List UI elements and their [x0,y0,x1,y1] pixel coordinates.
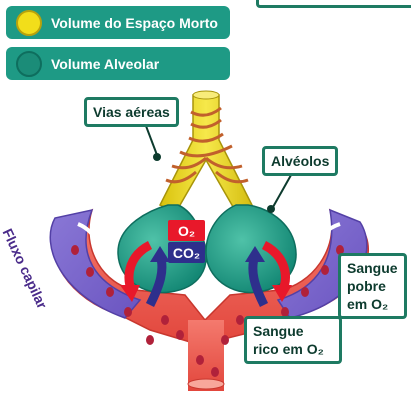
legend-dead-space: Volume do Espaço Morto [6,6,230,39]
partial-top-box [256,0,411,8]
o2-label: O₂ [178,223,195,239]
rich-blood-line-2: rico em O₂ [253,340,333,358]
co2-box: CO₂ [168,242,205,263]
teal-dot-icon [16,51,42,77]
legend-alveolar: Volume Alveolar [6,47,230,80]
callout-airways: Vias aéreas [84,97,179,127]
alveoli-label: Alvéolos [271,153,329,169]
callout-alveoli: Alvéolos [262,146,338,176]
o2-box: O₂ [168,220,205,241]
airways-label: Vias aéreas [93,104,170,120]
poor-blood-line-3: em O₂ [347,295,398,313]
legend-dead-space-label: Volume do Espaço Morto [51,15,218,31]
legend-alveolar-label: Volume Alveolar [51,56,159,72]
callout-poor-blood: Sangue pobre em O₂ [338,253,407,319]
co2-label: CO₂ [173,245,200,261]
poor-blood-line-1: Sangue [347,259,398,277]
yellow-dot-icon [16,10,42,36]
rich-blood-line-1: Sangue [253,322,333,340]
poor-blood-line-2: pobre [347,277,398,295]
callout-rich-blood: Sangue rico em O₂ [244,316,342,364]
